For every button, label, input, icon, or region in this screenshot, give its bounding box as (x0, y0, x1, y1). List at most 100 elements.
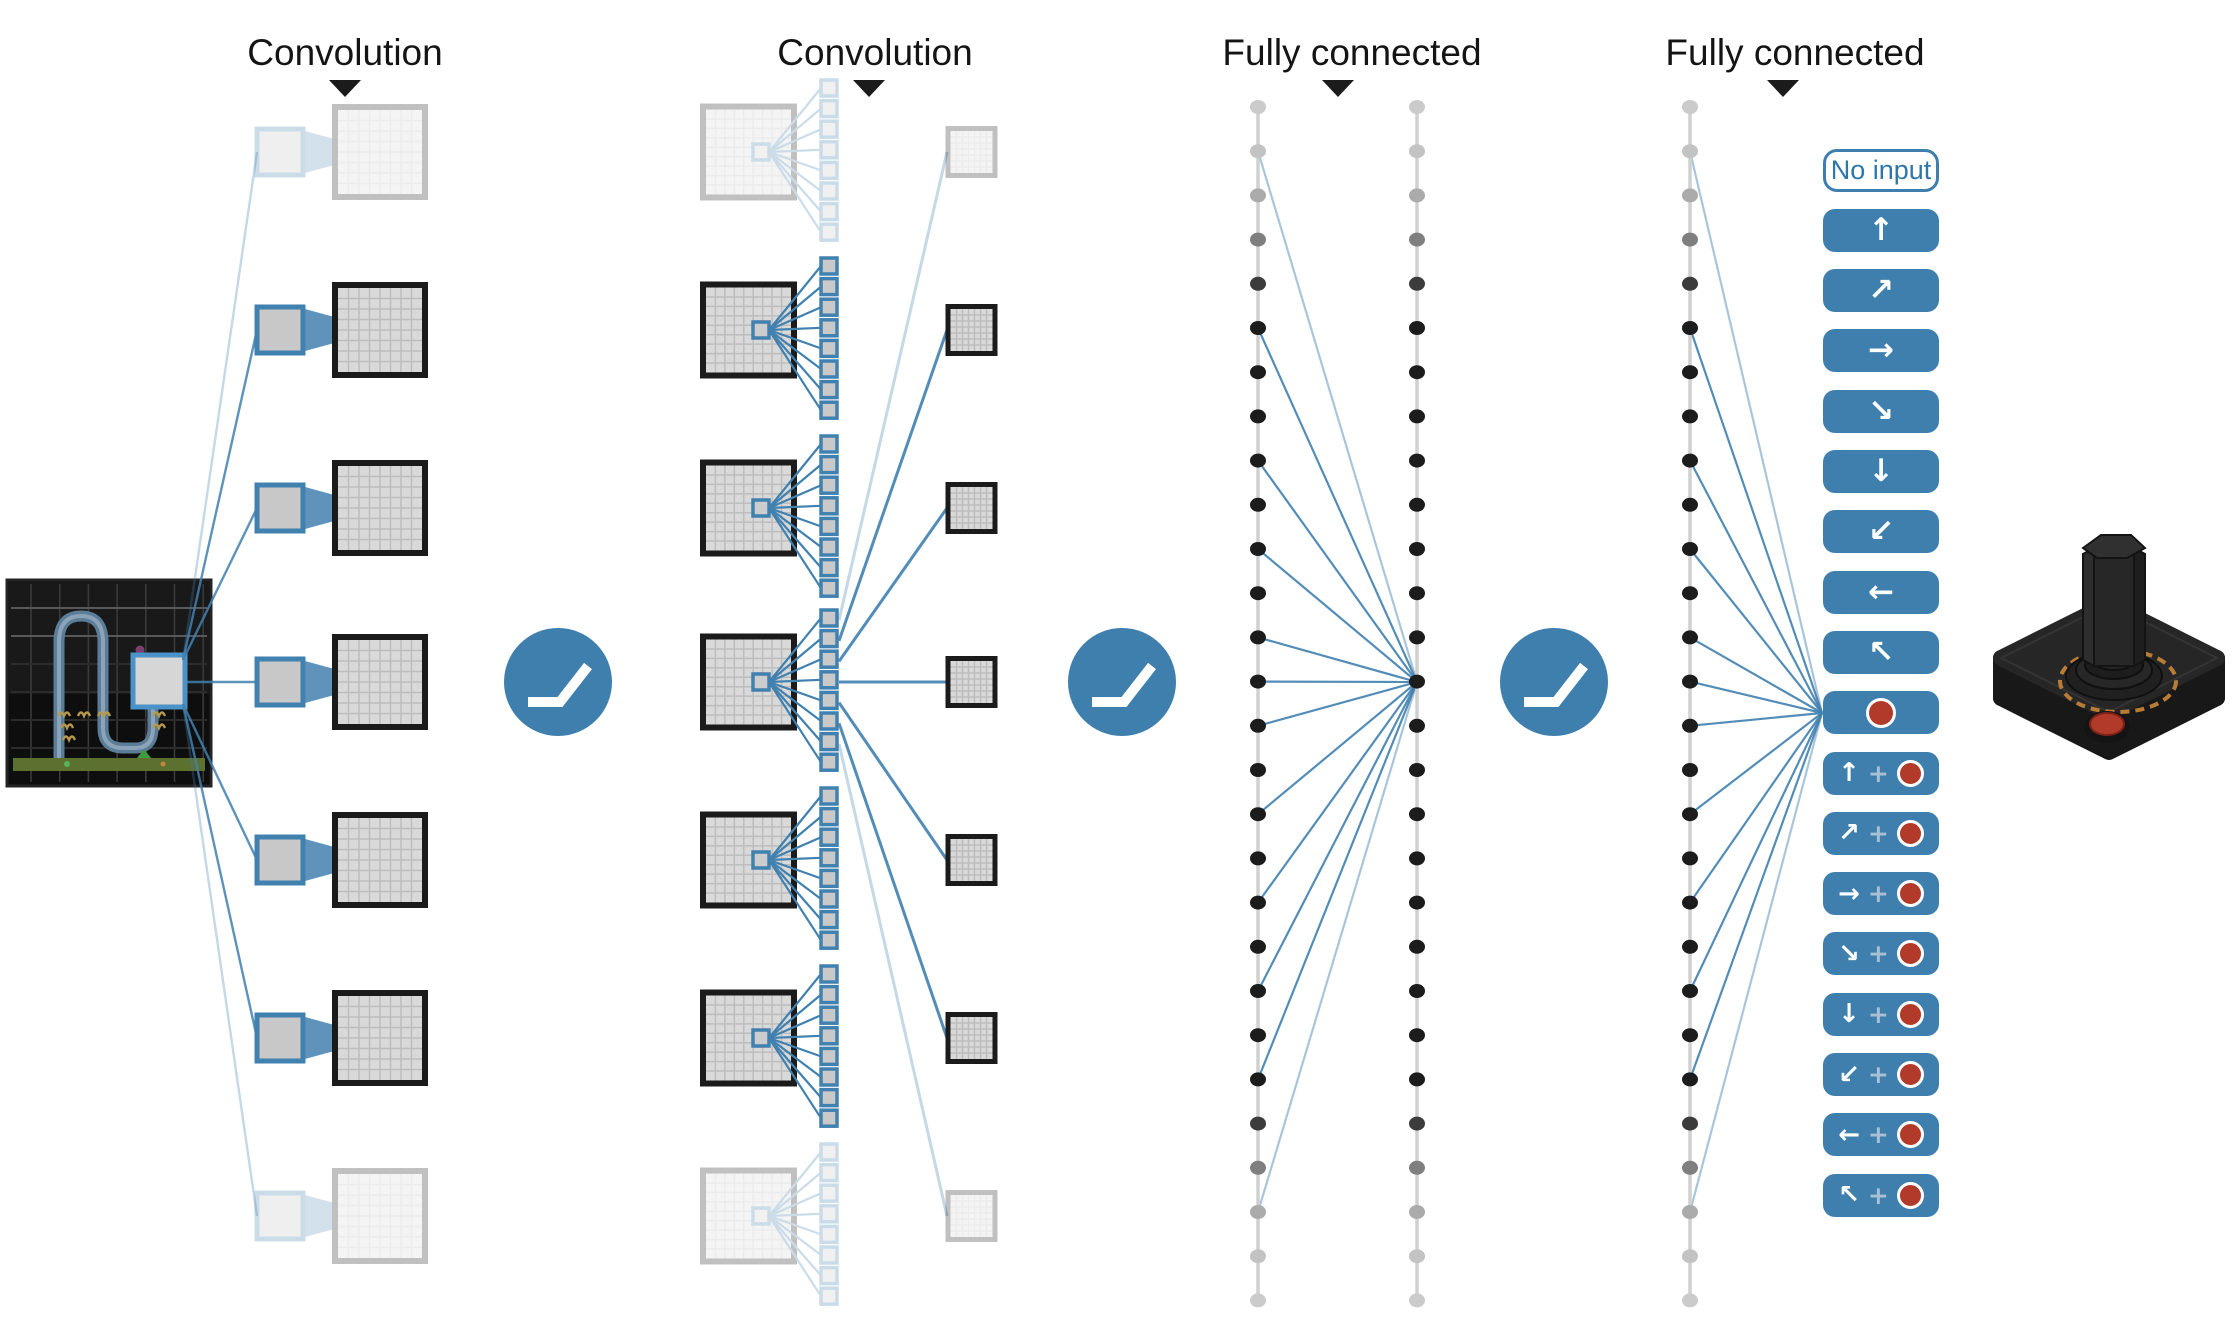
conv2-filter-square (819, 1183, 839, 1203)
conv1-feature-map (332, 990, 428, 1086)
fire-button-icon (1896, 940, 1924, 968)
fc1-connection-line (1257, 459, 1418, 683)
fc-dot (1682, 188, 1698, 203)
fire-button-icon (1896, 1121, 1924, 1149)
conv2-filter-square (819, 454, 839, 475)
fc-dot (1682, 939, 1698, 954)
conv2-filter-fan-line (768, 856, 822, 862)
conv2-output-map (945, 482, 998, 534)
game-enemy-sprite (96, 711, 112, 720)
fc-dot (1682, 984, 1698, 998)
triangle-down-icon (1767, 80, 1799, 97)
game-enemy-sprite (56, 711, 72, 720)
triangle-down-icon (853, 80, 885, 97)
conv2-filter-square (819, 78, 839, 98)
fc2-column (1682, 100, 1698, 1308)
fc-dot (1409, 895, 1425, 910)
conv2-filter-fan-line (768, 148, 822, 154)
fc2-connection-line (1689, 712, 1823, 904)
conv2-output-map-frame (945, 126, 998, 178)
conv2-filter-square (819, 752, 839, 772)
action-button-right-fire: →+ (1823, 872, 1939, 916)
fc1-connection-line (1256, 681, 1419, 1213)
fc-dot (1409, 763, 1425, 777)
up-left-arrow-icon: ↖ (1838, 1180, 1860, 1211)
fc-dot (1409, 1205, 1425, 1219)
conv2-patch (751, 672, 771, 692)
fc-dot (1682, 542, 1698, 556)
fc-dot (1250, 1116, 1266, 1131)
conv1-row (254, 282, 428, 378)
conv1-feature-map (332, 634, 428, 730)
conv2-filter-fan-line (768, 504, 822, 510)
fc-dot (1250, 188, 1266, 203)
conv1-feature-map-frame (332, 104, 428, 200)
fc-dot (1682, 674, 1698, 689)
conv2-output-map-frame (945, 1190, 998, 1242)
fc-dot (1409, 851, 1425, 866)
fc-dot (1682, 807, 1698, 822)
conv2-filter-square (819, 379, 839, 400)
fc2-connection-line (1688, 150, 1824, 714)
conv2-filter-square (819, 889, 839, 909)
conv2-output-map-frame (945, 656, 998, 708)
fc-dot (1250, 276, 1266, 291)
down-left-arrow-icon: ↙ (1838, 1059, 1860, 1090)
relu-curve (528, 662, 592, 707)
conv2-row (700, 964, 998, 1128)
game-enemy-sprite (151, 723, 167, 732)
conv2-filter-square (819, 984, 839, 1005)
conv2-filter-square (819, 806, 839, 827)
fc-dot (1409, 939, 1425, 954)
plus-icon: + (1867, 999, 1889, 1029)
left-arrow-icon: ← (1868, 573, 1894, 610)
conv2-filter-fan-line (768, 815, 822, 861)
conv2-filter-square (819, 359, 839, 379)
fire-button-icon (1896, 1181, 1924, 1209)
action-button-down-right: ↘ (1823, 389, 1939, 433)
conv2-filter-square (819, 256, 839, 276)
conv2-filter-square (819, 930, 839, 950)
conv2-filter-square (819, 201, 839, 222)
fc2-connection-line (1689, 711, 1823, 727)
action-button-fire (1823, 691, 1939, 735)
left-arrow-icon: ← (1838, 1119, 1860, 1150)
game-pink-sprite (135, 645, 145, 655)
plus-icon: + (1867, 818, 1889, 848)
conv2-filter-fan-line (768, 1171, 822, 1217)
fc-dot (1682, 100, 1698, 114)
conv2-filter-fan-line (768, 1214, 822, 1236)
fc-dot (1682, 763, 1698, 777)
down-right-arrow-icon: ↘ (1868, 392, 1894, 429)
conv2-filter-fan-line (768, 329, 822, 391)
conv2-filter-fan-line (768, 1212, 822, 1218)
fc-dot (1682, 630, 1698, 645)
input-to-conv1-line (181, 703, 259, 1039)
conv2-filter-fan-line (768, 795, 822, 861)
conv2-filter-square (819, 400, 839, 420)
fc-dot (1250, 895, 1266, 910)
fc-dot (1682, 718, 1698, 733)
conv2-output-map (945, 304, 998, 356)
fc-dot (1250, 630, 1266, 645)
conv2-output-map-frame (945, 482, 998, 534)
plus-icon: + (1867, 1120, 1889, 1150)
conv2-patch (751, 1028, 771, 1048)
fc1-connection-line (1257, 681, 1418, 904)
game-enemy-sprite (151, 711, 167, 720)
fc-dot (1682, 1205, 1698, 1219)
fc-dot (1250, 409, 1266, 424)
action-button-left-fire: ←+ (1823, 1113, 1939, 1157)
conv2-filter-fan-line (768, 128, 822, 154)
input-to-conv1-line (181, 703, 259, 1217)
up-left-arrow-icon: ↖ (1868, 633, 1894, 670)
conv2-filter-square (819, 827, 839, 847)
fc-dot (1409, 1293, 1425, 1308)
relu-circle (1068, 628, 1176, 736)
fc-dot (1682, 1116, 1698, 1131)
conv1-patch (254, 1190, 306, 1242)
fc1-connection-line (1257, 680, 1418, 727)
action-button-up-right: ↗ (1823, 269, 1939, 313)
relu-curve (1092, 662, 1156, 707)
